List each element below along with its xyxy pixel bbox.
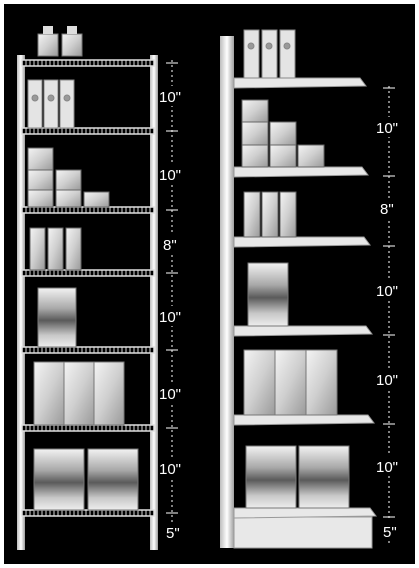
right-spacing-labels: 10" 8" 10" 10" 10" 5" <box>375 117 407 541</box>
gondola-base <box>234 517 372 548</box>
spacing-label: 5" <box>166 525 180 542</box>
gondola-shelf <box>234 326 372 336</box>
bottles-on-top <box>38 26 82 56</box>
wide-cans <box>34 449 138 510</box>
large-cartons <box>244 350 337 415</box>
gondola-shelf <box>234 78 366 88</box>
spacing-label: 10" <box>159 89 181 106</box>
wire-shelf <box>22 128 154 134</box>
spacing-label: 10" <box>159 309 181 326</box>
gondola-shelving-unit: 10" 8" 10" 10" 10" 5" <box>220 30 407 548</box>
gondola-shelf <box>234 508 376 518</box>
wire-shelf <box>22 347 154 353</box>
spacing-label: 10" <box>159 167 181 184</box>
stacked-boxes <box>242 100 324 167</box>
wire-shelf <box>22 425 154 431</box>
spacing-label: 10" <box>159 461 181 478</box>
spacing-label: 10" <box>376 459 398 476</box>
large-can <box>38 288 76 347</box>
spacing-label: 8" <box>163 237 177 254</box>
left-spacing-labels: 10" 10" 8" 10" 10" 10" 5" <box>158 86 188 542</box>
tall-boxes <box>30 228 81 270</box>
spacing-label: 8" <box>380 201 394 218</box>
gondola-upright <box>220 36 234 548</box>
wire-shelf <box>22 207 154 213</box>
wide-cans <box>246 446 349 508</box>
cartons <box>28 80 74 128</box>
gondola-shelf <box>234 167 368 177</box>
spacing-label: 10" <box>376 372 398 389</box>
spacing-label: 10" <box>159 386 181 403</box>
large-cartons <box>34 362 124 425</box>
gondola-shelf <box>234 237 370 247</box>
wire-shelving-unit: 10" 10" 8" 10" 10" 10" 5" <box>17 26 188 550</box>
wire-shelf <box>22 270 154 276</box>
large-can <box>248 263 288 326</box>
wire-shelf <box>22 510 154 516</box>
tall-boxes <box>244 192 296 237</box>
spacing-label: 5" <box>383 524 397 541</box>
spacing-label: 10" <box>376 283 398 300</box>
wire-shelf <box>22 60 154 66</box>
gondola-shelf <box>234 415 374 425</box>
spacing-label: 10" <box>376 120 398 137</box>
stacked-boxes <box>28 148 109 207</box>
cartons <box>244 30 295 78</box>
